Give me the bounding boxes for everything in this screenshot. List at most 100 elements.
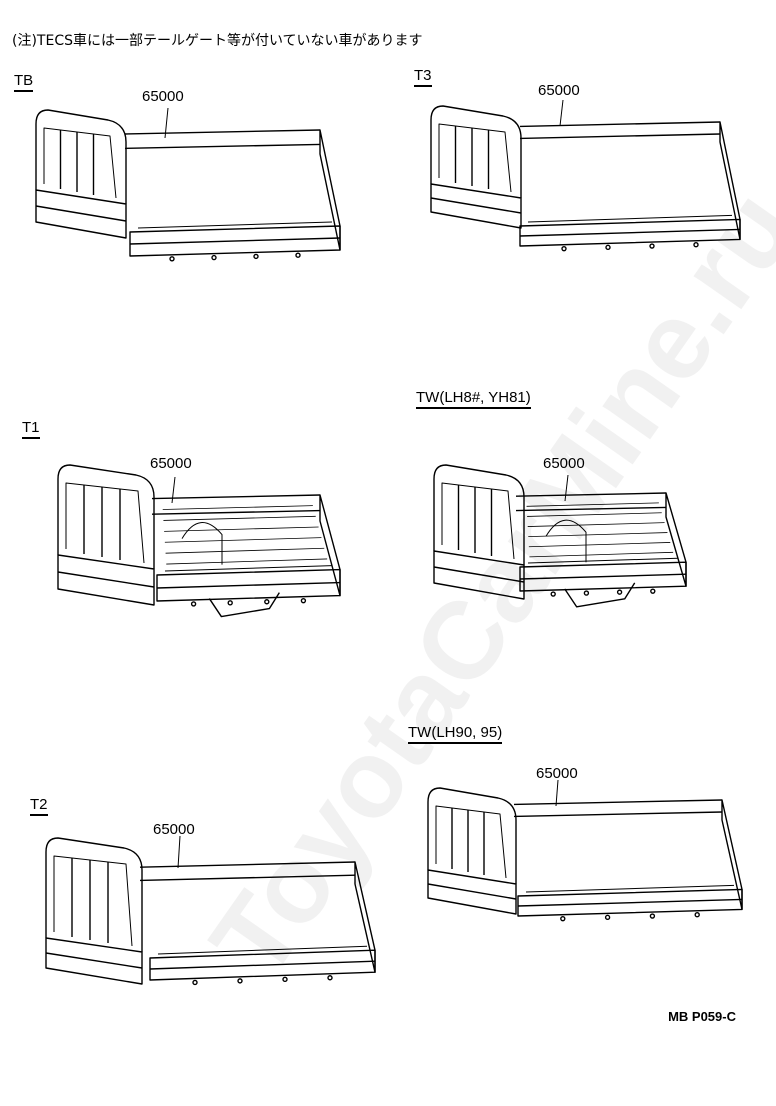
tail-gate: [320, 495, 340, 596]
truck-bed-t3: [425, 96, 750, 266]
leader-line: [560, 100, 563, 126]
mount-bolt: [328, 976, 332, 980]
reference-code: MB P059-C: [668, 1009, 736, 1024]
tail-gate: [722, 800, 742, 909]
leader-line: [165, 108, 168, 138]
mount-bolt: [562, 247, 566, 251]
mount-bolt: [694, 243, 698, 247]
wheel-arch: [209, 593, 279, 617]
floor-slat: [163, 516, 315, 520]
mount-bolt: [561, 917, 565, 921]
front-rib: [46, 953, 142, 968]
far-rail-inner: [520, 134, 720, 138]
side-rib: [518, 899, 742, 906]
mount-bolt: [618, 590, 622, 594]
mount-bolt: [192, 602, 196, 606]
side-rib: [520, 574, 686, 579]
mount-bolt: [651, 589, 655, 593]
part-number-t3[interactable]: 65000: [538, 82, 580, 99]
floor-slat: [166, 548, 325, 553]
cab-guard-inner: [442, 483, 514, 559]
mount-bolt: [584, 591, 588, 595]
far-rail-inner: [140, 875, 355, 880]
floor-edge: [526, 885, 734, 892]
diagram-label-t1: T1: [22, 420, 40, 439]
far-rail-inner: [152, 511, 320, 515]
side-rib: [150, 961, 375, 969]
mount-bolt: [695, 913, 699, 917]
far-rail-inner: [125, 144, 320, 148]
front-rib: [434, 567, 524, 582]
leader-line: [172, 477, 175, 503]
cab-guard-inner: [439, 124, 511, 192]
far-rail-inner: [514, 812, 722, 816]
cab-guard-outer: [428, 788, 516, 884]
leader-line: [556, 780, 558, 806]
part-number-t2[interactable]: 65000: [153, 821, 195, 838]
front-rib: [431, 198, 521, 213]
front-panel: [58, 555, 154, 605]
floor-slat: [166, 559, 327, 564]
cab-guard-inner: [54, 856, 132, 946]
mount-bolt: [606, 245, 610, 249]
mount-bolt: [551, 592, 555, 596]
floor-slat: [529, 542, 670, 546]
front-rib: [36, 206, 126, 221]
mount-bolt: [283, 977, 287, 981]
front-panel: [36, 190, 126, 238]
mount-bolt: [228, 601, 232, 605]
front-panel: [434, 551, 524, 599]
mount-bolt: [606, 915, 610, 919]
far-rail: [516, 493, 666, 496]
floor-slat: [529, 552, 673, 557]
floor-slat: [165, 538, 322, 543]
diagram-label-tw-lh90: TW(LH90, 95): [408, 725, 503, 744]
truck-bed-t1: [52, 455, 350, 635]
diagram-label-t3: T3: [414, 68, 432, 87]
tail-gate: [320, 130, 340, 250]
floor-slat: [164, 527, 318, 531]
wheel-arch: [565, 583, 635, 607]
floor-edge: [138, 222, 332, 228]
wheel-house: [182, 523, 222, 565]
diagram-label-tw-lh8: TW(LH8#, YH81): [416, 390, 531, 409]
truck-bed-tw-lh8: [428, 455, 696, 625]
cab-guard-outer: [431, 106, 521, 198]
mount-bolt: [650, 914, 654, 918]
far-rail: [152, 495, 320, 499]
wheel-house: [546, 520, 586, 562]
side-rib: [130, 238, 340, 244]
leader-line: [565, 475, 568, 501]
leader-line: [178, 836, 180, 868]
far-rail-inner: [516, 507, 666, 510]
part-number-tw-lh8[interactable]: 65000: [543, 455, 585, 472]
mount-bolt: [301, 599, 305, 603]
floor-slat: [527, 503, 659, 506]
front-rib: [428, 884, 516, 899]
mount-bolt: [193, 980, 197, 984]
floor-edge: [158, 946, 367, 954]
truck-bed-t2: [40, 828, 385, 1008]
cab-guard-outer: [58, 465, 154, 569]
front-panel: [428, 870, 516, 914]
part-number-t1[interactable]: 65000: [150, 455, 192, 472]
cab-guard-outer: [36, 110, 126, 204]
mount-bolt: [254, 254, 258, 258]
truck-bed-tw-lh90: [422, 778, 752, 943]
floor-slat: [163, 506, 313, 510]
part-number-tb[interactable]: 65000: [142, 88, 184, 105]
floor-slat: [528, 533, 667, 537]
mount-bolt: [238, 979, 242, 983]
mount-bolt: [650, 244, 654, 248]
tecs-note: (注)TECS車には一部テールゲート等が付いていない車があります: [12, 33, 423, 49]
front-panel: [431, 184, 521, 228]
cab-guard-inner: [436, 806, 506, 878]
floor-edge: [528, 215, 732, 222]
cab-guard-outer: [46, 838, 142, 952]
side-rib: [157, 583, 340, 588]
part-number-tw-lh90[interactable]: 65000: [536, 765, 578, 782]
tail-gate: [666, 493, 686, 586]
cab-guard-inner: [44, 128, 116, 198]
far-rail: [514, 800, 722, 804]
